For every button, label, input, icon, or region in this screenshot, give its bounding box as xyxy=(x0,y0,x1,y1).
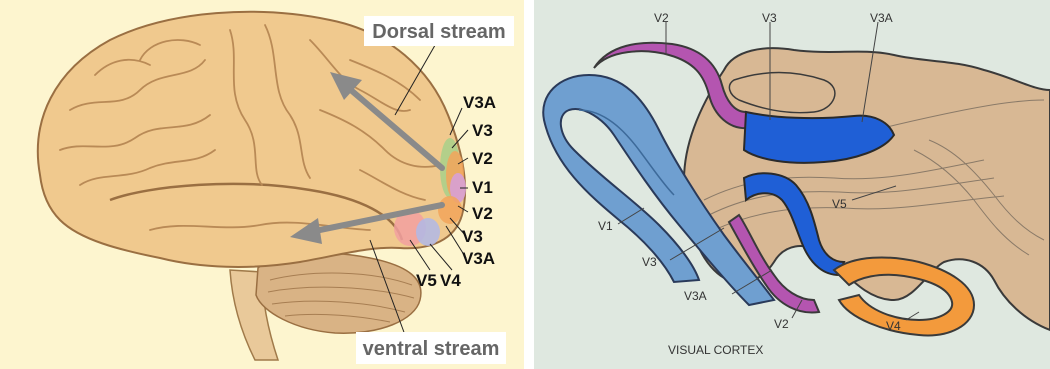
label-v2-lower: V2 xyxy=(472,204,493,223)
area-v2-lower xyxy=(438,196,462,224)
label-v3-upper: V3 xyxy=(472,121,493,140)
label-v3a-bottom: V3A xyxy=(684,289,707,303)
label-v3a-upper: V3A xyxy=(463,93,496,112)
label-v2-upper: V2 xyxy=(472,149,493,168)
label-v5: V5 xyxy=(416,271,437,290)
area-v4 xyxy=(416,218,440,246)
label-v3-left: V3 xyxy=(642,255,657,269)
label-v3-lower: V3 xyxy=(462,227,483,246)
label-v4: V4 xyxy=(886,319,901,333)
label-v3a-lower: V3A xyxy=(462,249,495,268)
label-v3-top: V3 xyxy=(762,11,777,25)
caption-visual-cortex: VISUAL CORTEX xyxy=(668,343,763,357)
dorsal-stream-label: Dorsal stream xyxy=(372,21,505,43)
brain-lateral-view-panel: Dorsal stream ventral stream V3A V3 V2 V… xyxy=(0,0,524,369)
brain-illustration: Dorsal stream ventral stream V3A V3 V2 V… xyxy=(0,0,524,369)
label-v1: V1 xyxy=(598,219,613,233)
label-v3a-top: V3A xyxy=(870,11,893,25)
label-v5: V5 xyxy=(832,197,847,211)
label-v2-top: V2 xyxy=(654,11,669,25)
ventral-stream-label: ventral stream xyxy=(363,338,500,360)
visual-cortex-section-panel: V2 V3 V3A V1 V5 V3 V3A V2 V4 VISUAL CORT… xyxy=(534,0,1050,369)
visual-cortex-diagram: V2 V3 V3A V1 V5 V3 V3A V2 V4 VISUAL CORT… xyxy=(534,0,1050,369)
label-v1: V1 xyxy=(472,178,493,197)
label-v4: V4 xyxy=(440,271,461,290)
label-v2-bottom: V2 xyxy=(774,317,789,331)
